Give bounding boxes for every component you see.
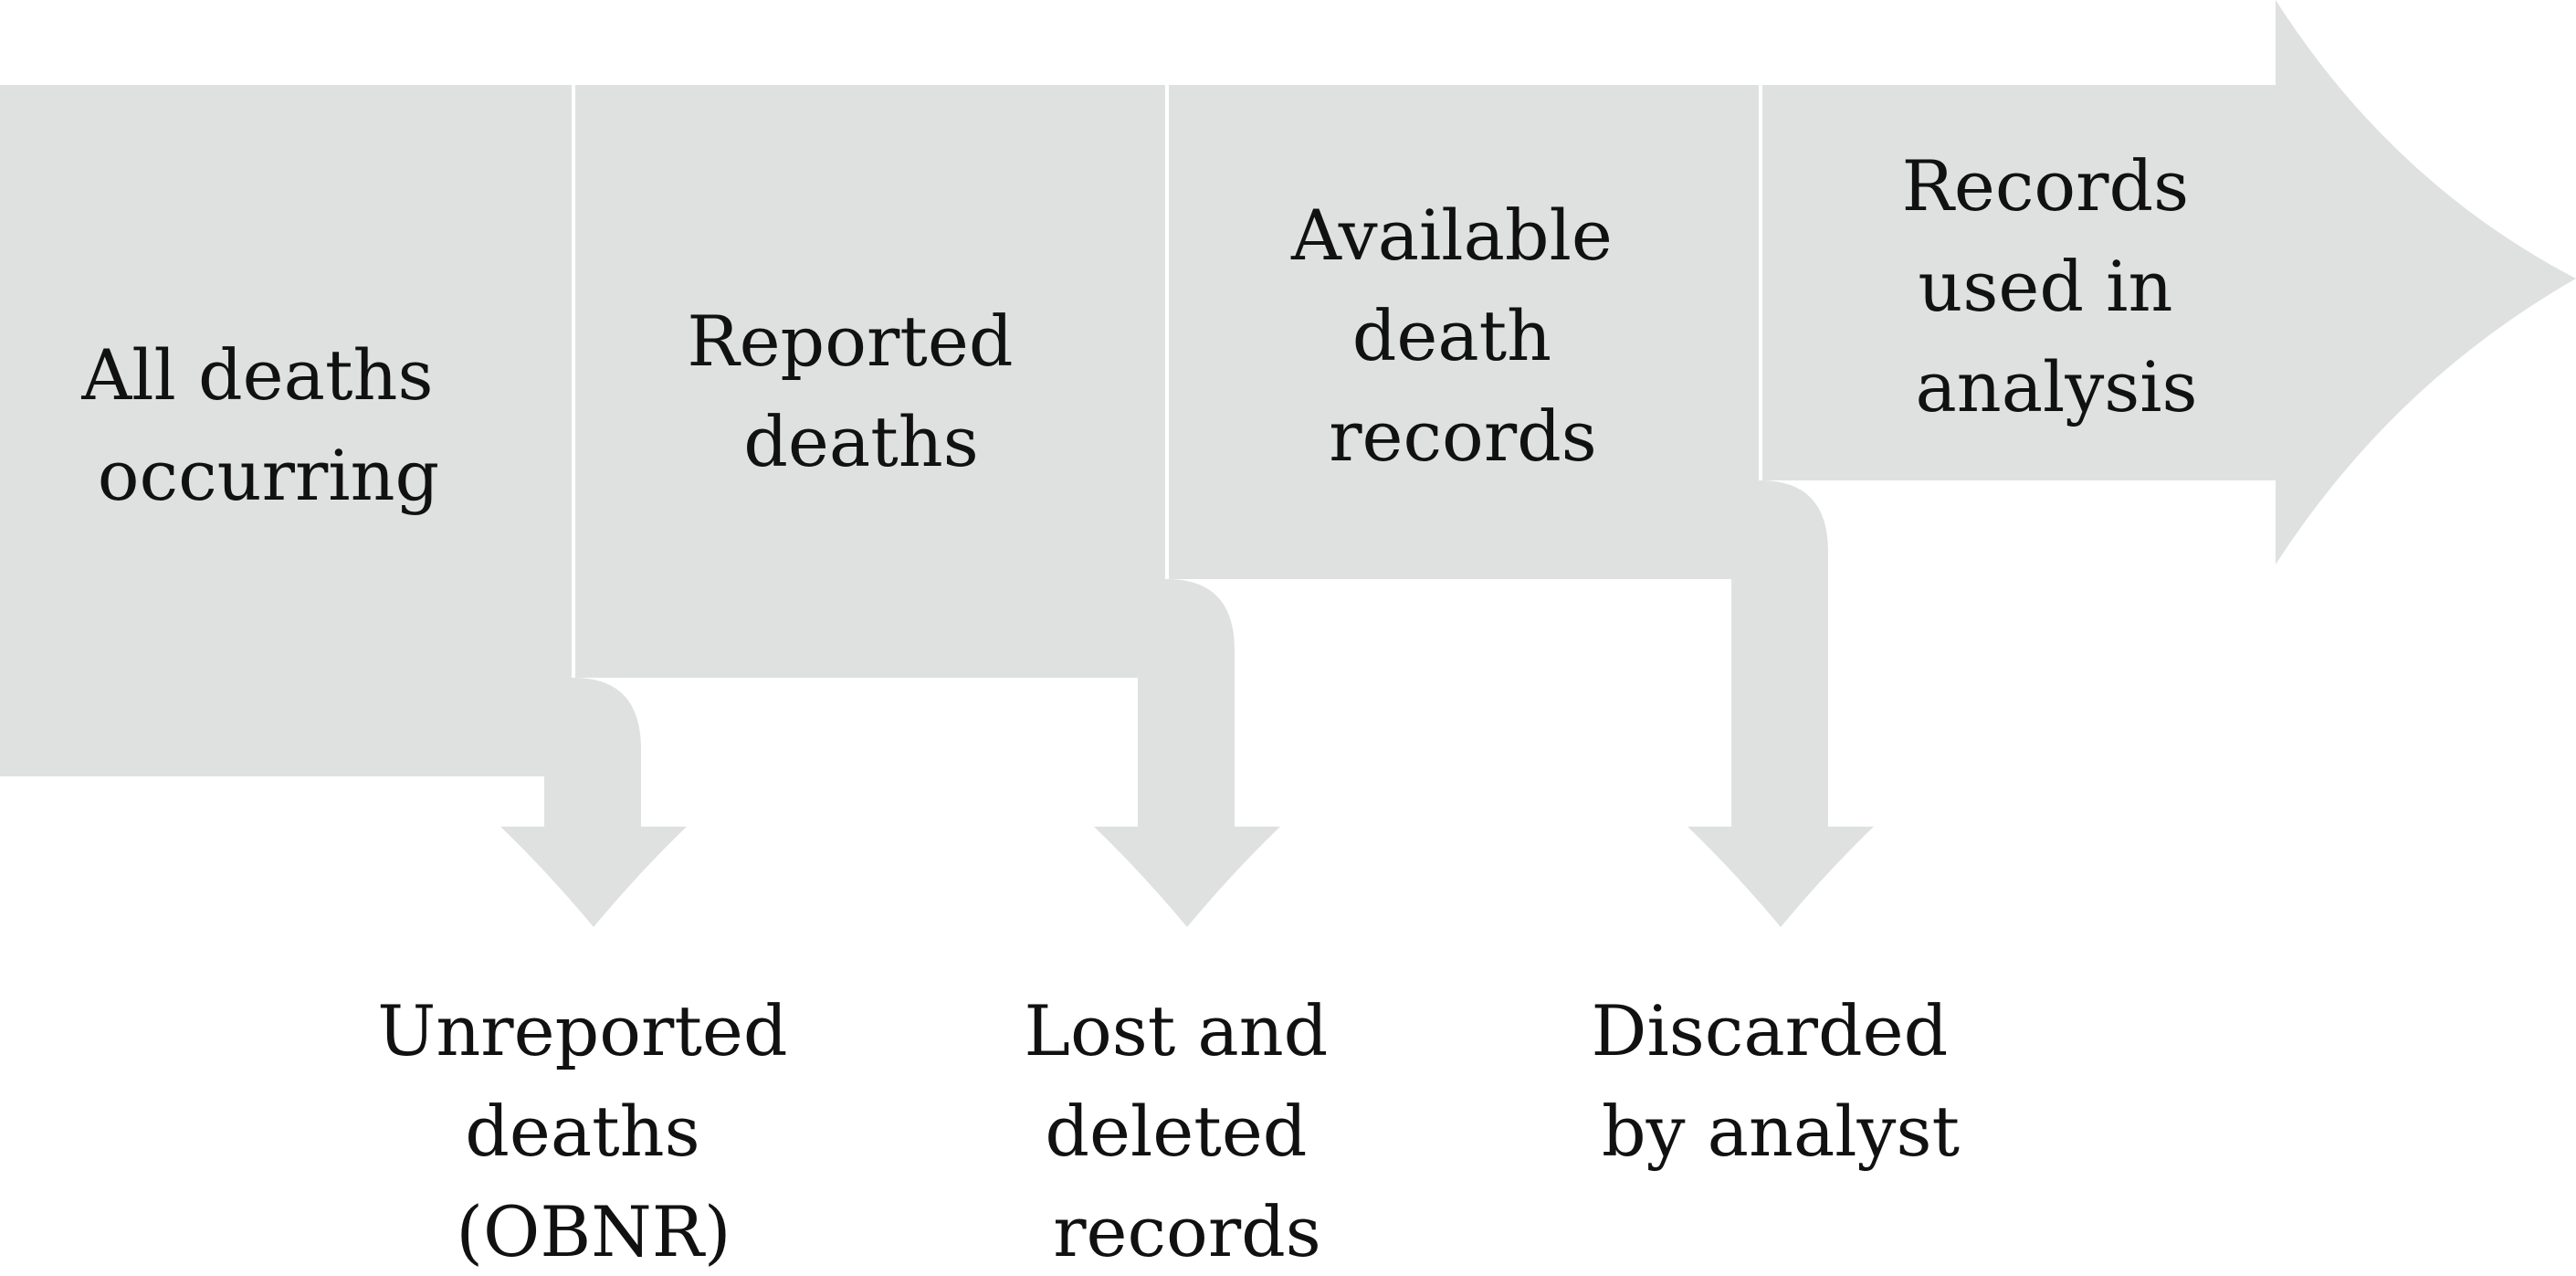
loss-arrow-unreported — [500, 678, 687, 927]
stage-label-reported-deaths: Reported deaths — [687, 301, 1035, 482]
main-flow-arrow — [1761, 0, 2576, 564]
loss-label-lost-deleted: Lost and deleted records — [1024, 990, 1350, 1272]
loss-label-discarded: Discarded by analyst — [1592, 990, 1971, 1172]
stage-block-all-deaths — [0, 85, 573, 776]
loss-arrow-lost — [1094, 579, 1280, 927]
stage-label-all-deaths: All deaths occurring — [80, 334, 455, 516]
loss-label-unreported: Unreported deaths (OBNR) — [377, 990, 809, 1272]
stage-block-available-records — [1167, 85, 1761, 579]
stage-label-available-records: Available death records — [1290, 195, 1635, 477]
stage-block-reported-deaths — [573, 85, 1167, 678]
stage-label-records-used: Records used in analysis — [1902, 145, 2212, 427]
loss-arrow-discarded — [1688, 480, 1874, 927]
